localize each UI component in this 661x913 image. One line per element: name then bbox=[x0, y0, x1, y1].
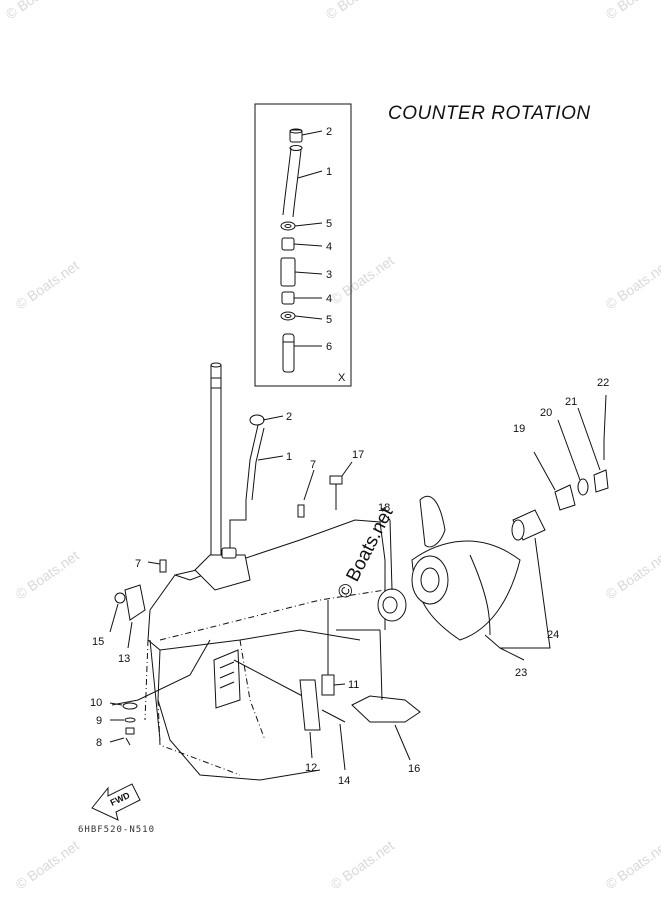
watermark: © Boats.net bbox=[323, 0, 392, 22]
watermark: © Boats.net bbox=[13, 837, 82, 892]
callout-10: 10 bbox=[90, 697, 102, 709]
callout-1: 1 bbox=[326, 166, 332, 178]
inset-marker: X bbox=[338, 372, 346, 384]
callout-15: 15 bbox=[92, 636, 104, 648]
callout-3: 3 bbox=[326, 269, 332, 281]
callout-12: 12 bbox=[305, 762, 317, 774]
diagram-title: COUNTER ROTATION bbox=[388, 103, 591, 124]
callout-17: 17 bbox=[352, 449, 364, 461]
callout-4: 4 bbox=[326, 241, 332, 253]
watermark: © Boats.net bbox=[603, 257, 661, 312]
callout-14: 14 bbox=[338, 775, 350, 787]
callout-6: 6 bbox=[326, 341, 332, 353]
watermark: © Boats.net bbox=[603, 547, 661, 602]
callout-13: 13 bbox=[118, 653, 130, 665]
callout-23: 23 bbox=[515, 667, 527, 679]
callout-11: 11 bbox=[348, 679, 359, 691]
watermark: © Boats.net bbox=[3, 0, 72, 22]
callout-9: 9 bbox=[96, 715, 102, 727]
callout-1: 1 bbox=[286, 451, 292, 463]
lower-unit-housing bbox=[109, 362, 421, 781]
watermark: © Boats.net bbox=[13, 257, 82, 312]
watermark: © Boats.net bbox=[603, 0, 661, 22]
watermark: © Boats.net bbox=[13, 547, 82, 602]
callout-21: 21 bbox=[565, 396, 577, 408]
callout-20: 20 bbox=[540, 407, 552, 419]
callout-2: 2 bbox=[326, 126, 332, 138]
callout-22: 22 bbox=[597, 377, 609, 389]
brand-watermark: © Boats.net bbox=[334, 503, 398, 602]
watermark: © Boats.net bbox=[603, 837, 661, 892]
callout-8: 8 bbox=[96, 737, 102, 749]
callout-4: 4 bbox=[326, 293, 332, 305]
callout-2: 2 bbox=[286, 411, 292, 423]
watermark: © Boats.net bbox=[328, 252, 397, 307]
callout-19: 19 bbox=[513, 423, 525, 435]
callout-24: 24 bbox=[547, 629, 559, 641]
propeller-assembly bbox=[377, 394, 609, 661]
callout-18: 18 bbox=[378, 502, 390, 514]
callout-7: 7 bbox=[310, 459, 316, 471]
callout-16: 16 bbox=[408, 763, 420, 775]
inset-box bbox=[254, 103, 352, 387]
diagram-code: 6HBF520-N510 bbox=[78, 825, 155, 835]
callout-5: 5 bbox=[326, 314, 332, 326]
callout-7: 7 bbox=[135, 558, 141, 570]
callout-5: 5 bbox=[326, 218, 332, 230]
watermark: © Boats.net bbox=[328, 837, 397, 892]
fwd-arrow-icon bbox=[91, 783, 141, 821]
